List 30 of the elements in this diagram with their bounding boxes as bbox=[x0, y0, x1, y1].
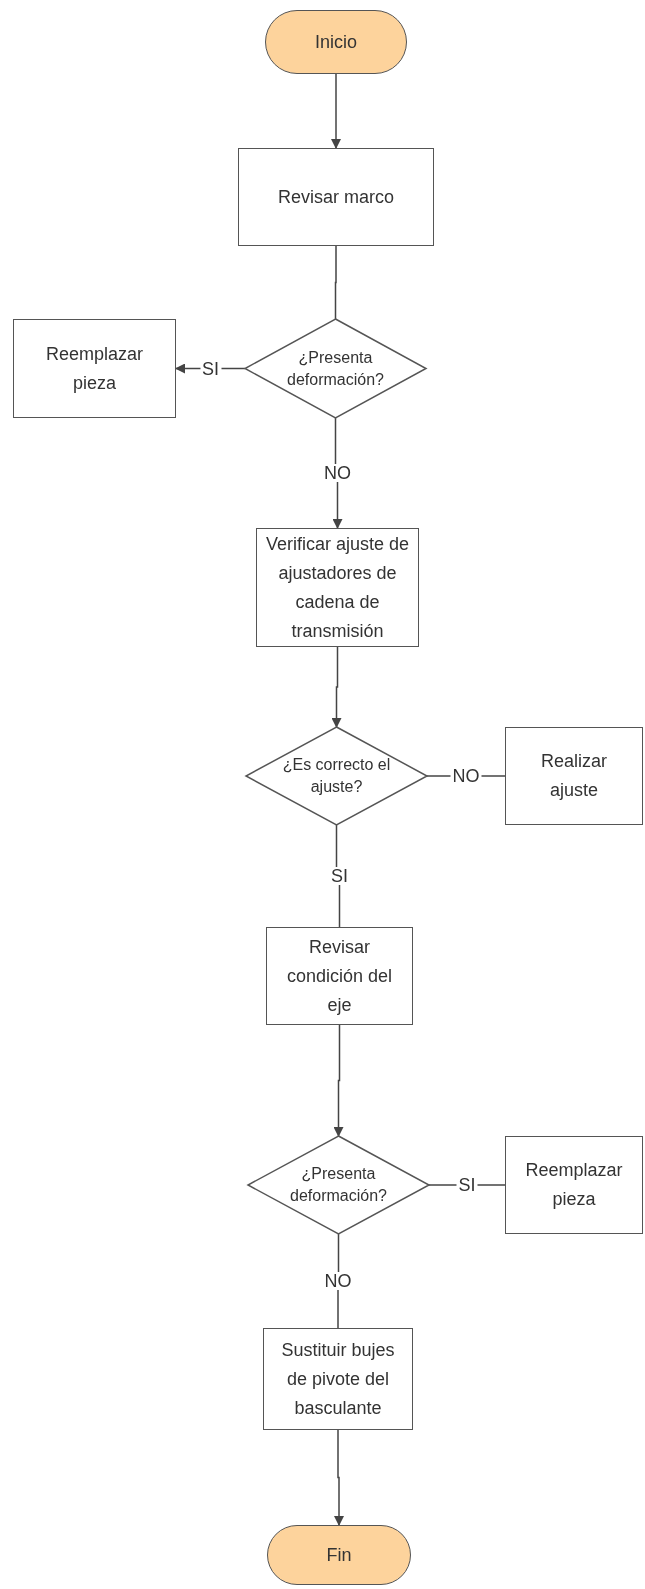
process-box bbox=[266, 927, 413, 1025]
edge-label: NO bbox=[322, 1272, 354, 1290]
process-box bbox=[256, 528, 419, 647]
node-text: Revisar condición del eje bbox=[285, 935, 394, 1017]
node-text: Sustituir bujes de pivote del basculante bbox=[280, 1338, 396, 1420]
node-text: Inicio bbox=[314, 30, 358, 54]
process-box bbox=[238, 148, 434, 246]
node-text: ¿Es correcto el ajuste? bbox=[281, 755, 392, 797]
process-box bbox=[263, 1328, 413, 1430]
node-text: Revisar marco bbox=[277, 185, 395, 209]
edge-label: SI bbox=[456, 1176, 478, 1194]
edge-label: SI bbox=[200, 359, 221, 378]
edge-label: NO bbox=[450, 767, 482, 785]
node-text: Verificar ajuste de ajustadores de cadena de transmisión bbox=[264, 532, 411, 643]
terminal-pill bbox=[267, 1525, 411, 1585]
node-text: Reemplazar pieza bbox=[524, 1159, 624, 1211]
node-text: ¿Presenta deformación? bbox=[289, 1164, 388, 1206]
edge-label: NO bbox=[322, 464, 353, 482]
connector-arrow bbox=[334, 1429, 344, 1526]
connector-arrow bbox=[331, 73, 341, 149]
connector-arrow bbox=[331, 646, 342, 728]
process-box bbox=[505, 1136, 643, 1234]
process-box bbox=[505, 727, 643, 825]
edge-label: SI bbox=[329, 867, 350, 885]
node-text: ¿Presenta deformación? bbox=[286, 347, 385, 390]
node-text: Fin bbox=[325, 1543, 353, 1567]
connector-arrow bbox=[333, 1024, 344, 1137]
node-text: Realizar ajuste bbox=[540, 750, 608, 802]
node-text: Reemplazar pieza bbox=[45, 342, 145, 395]
process-box bbox=[13, 319, 176, 418]
